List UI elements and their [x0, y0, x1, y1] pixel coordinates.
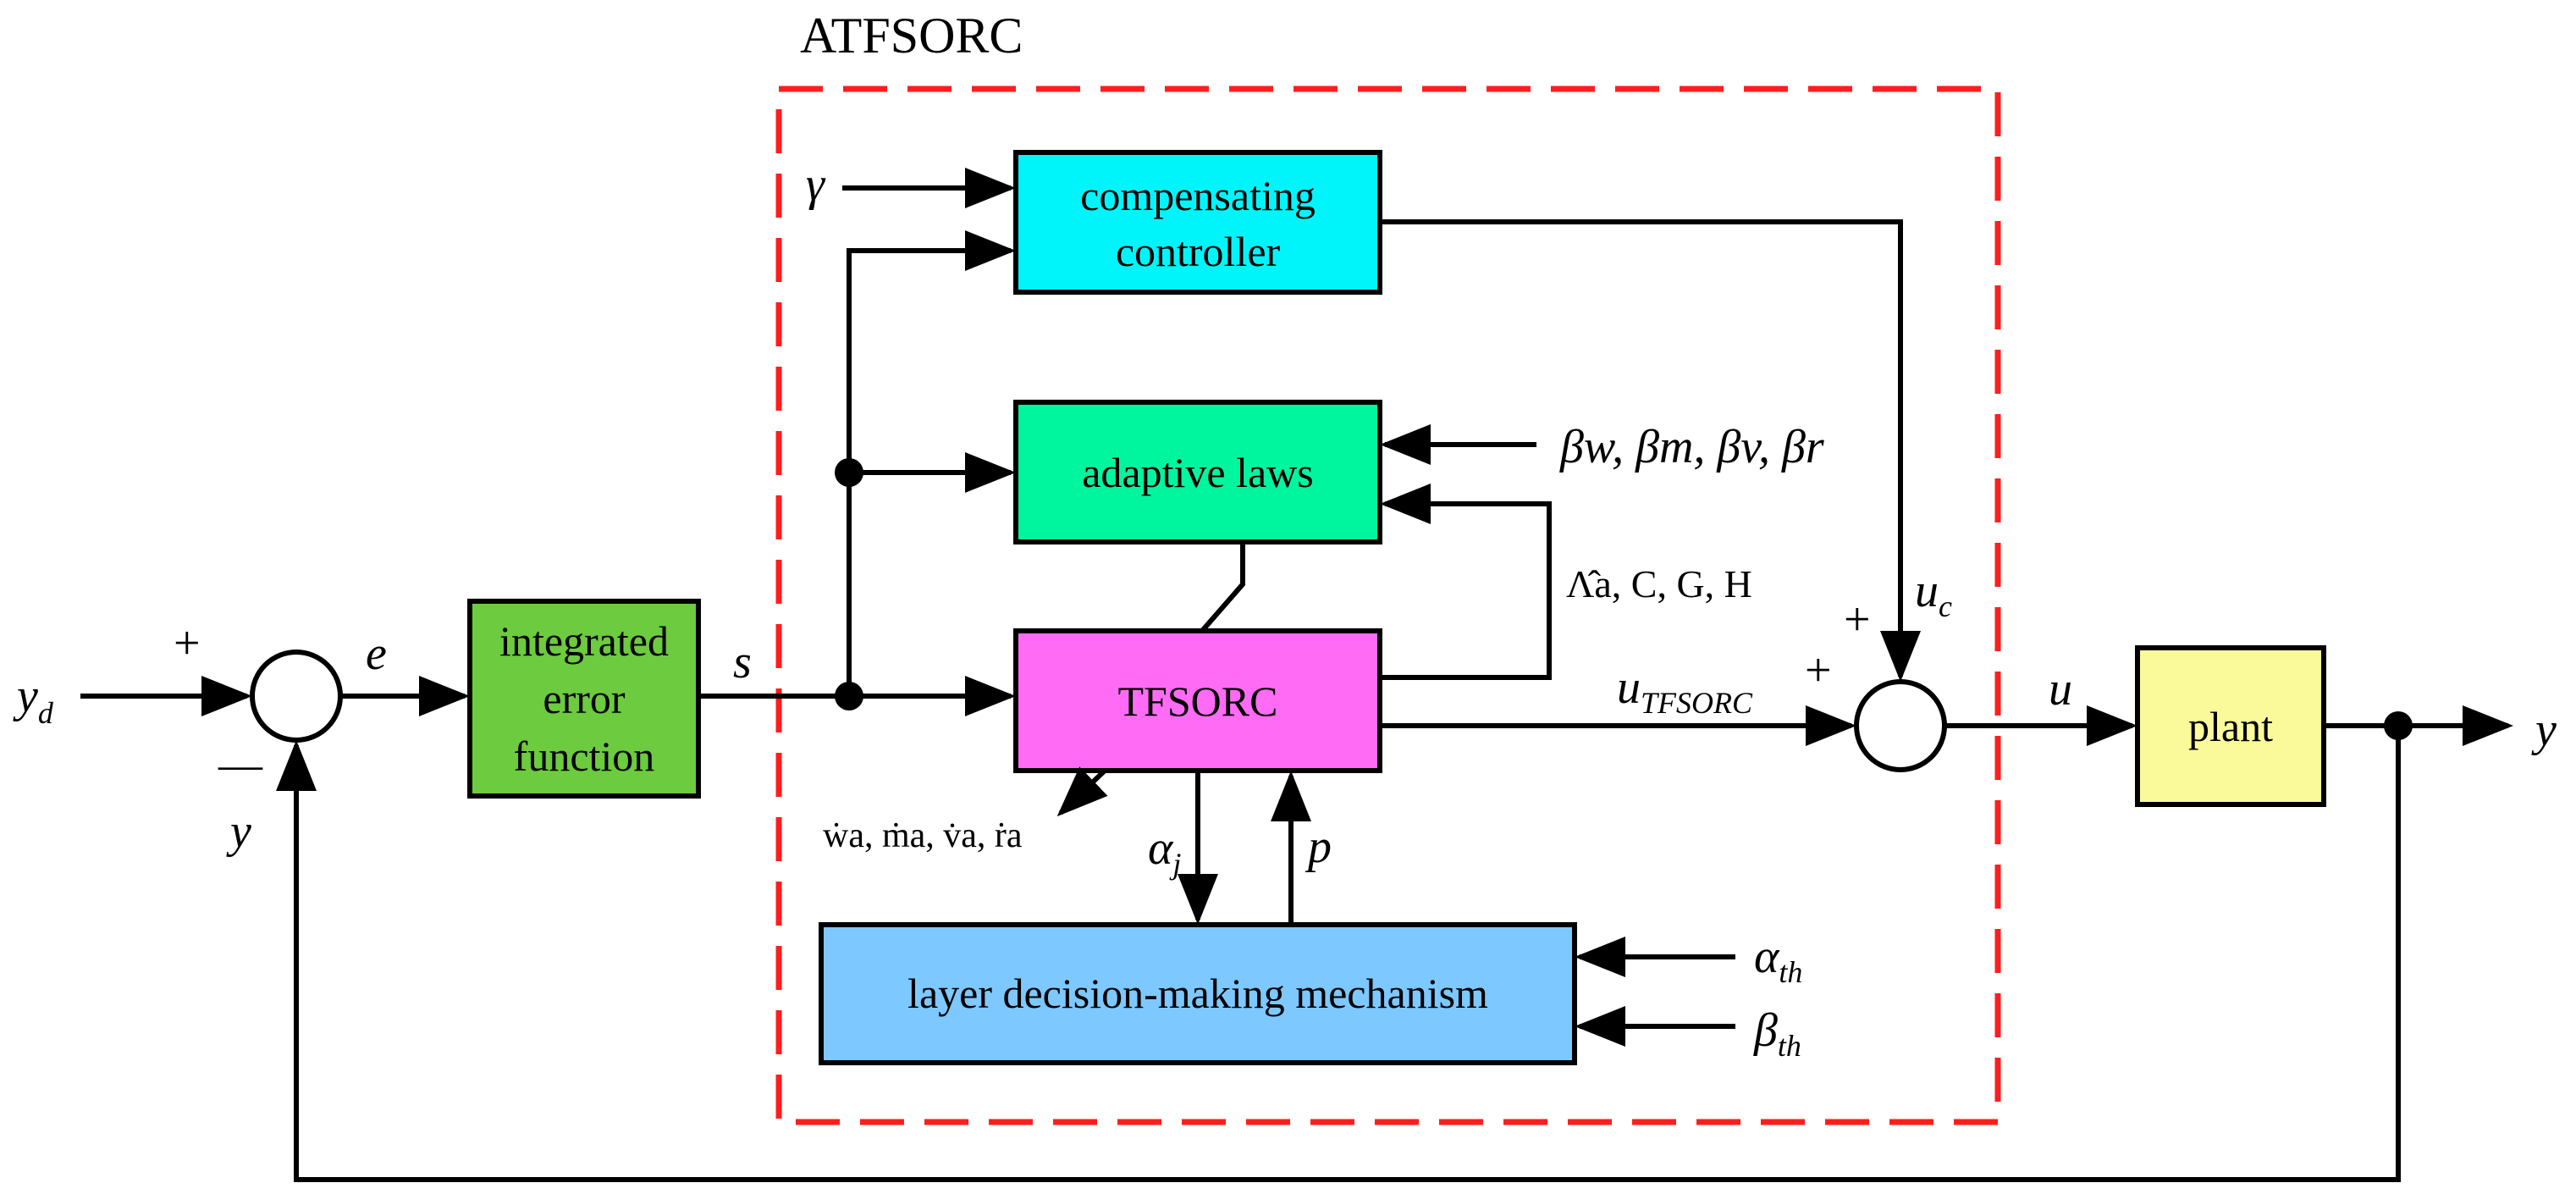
integrated-error-label-3: function	[514, 732, 655, 780]
output-y-label: y	[2531, 704, 2557, 756]
e-label: e	[366, 627, 387, 680]
feedback-y-label: y	[226, 805, 251, 858]
adaptive-laws-label: adaptive laws	[1082, 449, 1314, 496]
sum1-plus-sign: +	[174, 617, 201, 670]
tfsorc-block	[1013, 628, 1382, 773]
compensating-controller-block	[1013, 150, 1382, 295]
adaptive-laws-block	[1013, 400, 1382, 544]
plant-block	[2135, 645, 2326, 807]
sum2-plus-right-sign: +	[1805, 644, 1832, 697]
alpha-th-label: αth	[1754, 931, 1802, 989]
integrated-error-function-block	[467, 599, 701, 799]
alpha-j-label: αj	[1148, 822, 1181, 881]
beta-th-label: βth	[1753, 1004, 1801, 1063]
utfsorc-label: uTFSORC	[1617, 661, 1753, 720]
tfsorc-label: TFSORC	[1118, 677, 1278, 725]
uc-label: uc	[1915, 565, 1952, 623]
feedback-path-arrow	[276, 726, 2401, 1182]
compensating-label-1: compensating	[1080, 172, 1316, 219]
layer-decision-making-block	[819, 922, 1577, 1065]
gamma-label: γ	[806, 158, 826, 211]
adaptive-tfsorc-link	[1200, 542, 1245, 633]
beta-parameters-label: βw, βm, βv, βr	[1559, 421, 1824, 473]
p-label: p	[1305, 821, 1332, 873]
tfsorc-to-adaptive-arrow	[1380, 484, 1552, 680]
layer-decision-label: layer decision-making mechanism	[907, 970, 1488, 1017]
derivative-arrow	[1056, 766, 1108, 817]
output-summing-junction	[1854, 679, 1947, 772]
compensating-to-sum-arrow	[1380, 219, 1921, 682]
sum2-plus-top-sign: +	[1844, 594, 1871, 646]
sum1-minus-sign: —	[218, 741, 263, 789]
atfsorc-boundary	[775, 86, 2001, 1125]
derivative-parameters-label: ẇa, ṁa, v̇a, ṙa	[823, 816, 1023, 855]
integrated-error-label-1: integrated	[499, 617, 669, 665]
u-label: u	[2049, 663, 2072, 716]
plant-label: plant	[2188, 703, 2273, 750]
integrated-error-label-2: error	[543, 675, 625, 722]
s-label: s	[733, 636, 752, 688]
atfsorc-title: ATFSORC	[800, 8, 1023, 64]
lambda-cgh-label: Λ̂a, C, G, H	[1566, 562, 1752, 605]
yd-label: yd	[13, 670, 54, 730]
error-summing-junction	[250, 650, 343, 743]
compensating-label-2: controller	[1116, 228, 1281, 275]
